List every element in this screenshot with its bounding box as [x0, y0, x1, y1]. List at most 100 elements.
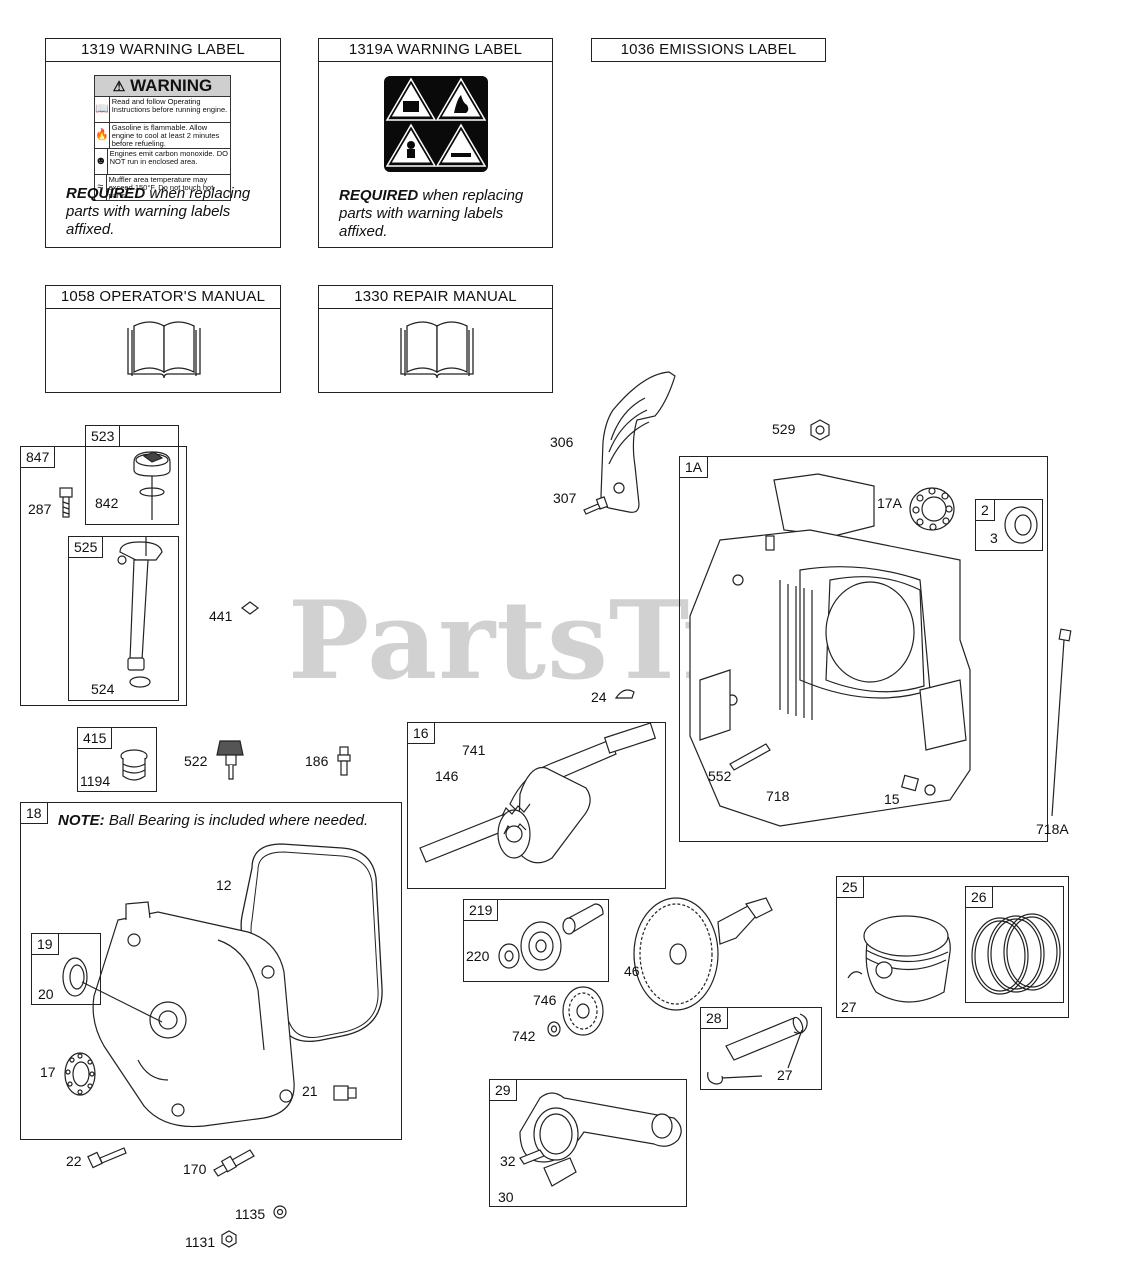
gear-746-drawing	[562, 986, 604, 1036]
panel-title: 1330 REPAIR MANUAL	[319, 286, 552, 309]
pin-552-drawing	[729, 743, 771, 771]
required-note: REQUIRED when replacing parts with warni…	[339, 187, 524, 240]
label-15: 15	[884, 791, 900, 807]
nut-529-drawing	[810, 419, 830, 441]
washer-1135-drawing	[273, 1205, 287, 1219]
book-icon	[400, 321, 474, 379]
plug-21-drawing	[333, 1085, 357, 1101]
group-tag-25: 25	[836, 876, 864, 898]
label-718: 718	[766, 788, 790, 804]
manual-icon: 📖	[95, 97, 110, 122]
clip-441-drawing	[241, 601, 259, 615]
label-20: 20	[38, 986, 54, 1002]
group-28-piston-pin	[700, 1007, 822, 1090]
group-tag-219: 219	[463, 899, 499, 921]
screw-307-drawing	[583, 496, 609, 515]
bolt-22-drawing	[87, 1147, 127, 1169]
label-22: 22	[66, 1153, 82, 1169]
panel-1330-repair-manual: 1330 REPAIR MANUAL	[318, 285, 553, 393]
seal-20-drawing	[62, 957, 88, 997]
group-tag-29: 29	[489, 1079, 517, 1101]
person-icon: ☻	[95, 149, 108, 174]
group-tag-415: 415	[77, 727, 113, 749]
group-219-governor	[463, 899, 609, 982]
panel-title: 1036 EMISSIONS LABEL	[620, 41, 797, 58]
ball-bearing-note: NOTE: Ball Bearing is included where nee…	[58, 812, 369, 829]
group-18-crankcase-cover	[20, 802, 402, 1140]
pin-718a-drawing	[1051, 628, 1072, 817]
group-tag-26: 26	[965, 886, 993, 908]
fitting-186-drawing	[337, 746, 351, 776]
group-tag-525: 525	[68, 536, 104, 558]
piston-drawing	[847, 915, 951, 1003]
screw-287-drawing	[59, 487, 73, 518]
label-12: 12	[216, 877, 232, 893]
crankshaft-drawing	[419, 722, 657, 864]
panel-1058-operators-manual: 1058 OPERATOR'S MANUAL	[45, 285, 281, 393]
label-27b: 27	[777, 1067, 793, 1083]
label-46: 46	[624, 963, 640, 979]
label-1131: 1131	[185, 1234, 216, 1250]
panel-title: 1058 OPERATOR'S MANUAL	[46, 286, 280, 309]
book-icon	[127, 321, 201, 379]
group-26-piston-rings	[965, 886, 1064, 1003]
label-746: 746	[533, 992, 557, 1008]
group-25-piston	[836, 876, 1069, 1018]
panel-1036-emissions-label: 1036 EMISSIONS LABEL	[591, 38, 826, 62]
piston-pin-drawing	[707, 1013, 808, 1085]
label-17: 17	[40, 1064, 56, 1080]
warning-decal: ⚠ WARNING 📖Read and follow Operating Ins…	[94, 75, 231, 201]
group-2-seal	[975, 499, 1043, 551]
connecting-rod-drawing	[519, 1092, 682, 1187]
fire-icon: 🔥	[95, 123, 110, 148]
dipstick-tube-drawing	[117, 536, 163, 688]
stud-170-drawing	[213, 1149, 255, 1177]
group-tag-1a: 1A	[679, 456, 709, 478]
label-552: 552	[708, 768, 732, 784]
group-tag-523: 523	[85, 425, 121, 447]
label-307: 307	[553, 490, 577, 506]
panel-title: 1319A WARNING LABEL	[319, 39, 552, 62]
bearing-17a-drawing	[909, 487, 955, 531]
group-tag-847: 847	[20, 446, 56, 468]
label-24: 24	[591, 689, 607, 705]
label-1194: 1194	[80, 773, 111, 789]
key-522-drawing	[216, 740, 244, 780]
group-1a-crankcase	[679, 456, 1048, 842]
group-tag-28: 28	[700, 1007, 728, 1029]
label-17a: 17A	[877, 495, 902, 511]
group-29-connecting-rod	[489, 1079, 687, 1207]
label-186: 186	[305, 753, 329, 769]
label-27a: 27	[841, 999, 857, 1015]
label-30: 30	[498, 1189, 514, 1205]
label-741: 741	[462, 742, 486, 758]
nut-1131-drawing	[221, 1230, 237, 1248]
required-note: REQUIRED when replacing parts with warni…	[66, 185, 251, 238]
label-522: 522	[184, 753, 208, 769]
group-tag-2: 2	[975, 499, 995, 521]
label-146: 146	[435, 768, 459, 784]
label-3: 3	[990, 530, 998, 546]
piston-rings-drawing	[971, 913, 1061, 995]
group-tag-19: 19	[31, 933, 59, 955]
label-842: 842	[95, 495, 119, 511]
label-718a: 718A	[1036, 821, 1069, 837]
pictogram-decal	[384, 76, 488, 172]
group-19-bearing	[31, 933, 101, 1005]
label-287: 287	[28, 501, 52, 517]
label-170: 170	[183, 1161, 207, 1177]
crankcase-cover-drawing	[92, 901, 295, 1128]
label-32: 32	[500, 1153, 516, 1169]
panel-1319a-warning-label: 1319A WARNING LABEL REQUIRED when replac…	[318, 38, 553, 248]
label-220: 220	[466, 948, 490, 964]
seal-3-drawing	[1004, 506, 1038, 544]
group-525-dipstick-tube	[68, 536, 179, 701]
panel-1319-warning-label: 1319 WARNING LABEL ⚠ WARNING 📖Read and f…	[45, 38, 281, 248]
warning-heading: ⚠ WARNING	[95, 76, 230, 97]
oil-fill-plug-drawing	[120, 749, 148, 781]
group-tag-16: 16	[407, 722, 435, 744]
key-24-drawing	[614, 689, 635, 699]
leader-line	[81, 981, 163, 1023]
label-21: 21	[302, 1083, 318, 1099]
crankcase-drawing	[689, 473, 971, 827]
